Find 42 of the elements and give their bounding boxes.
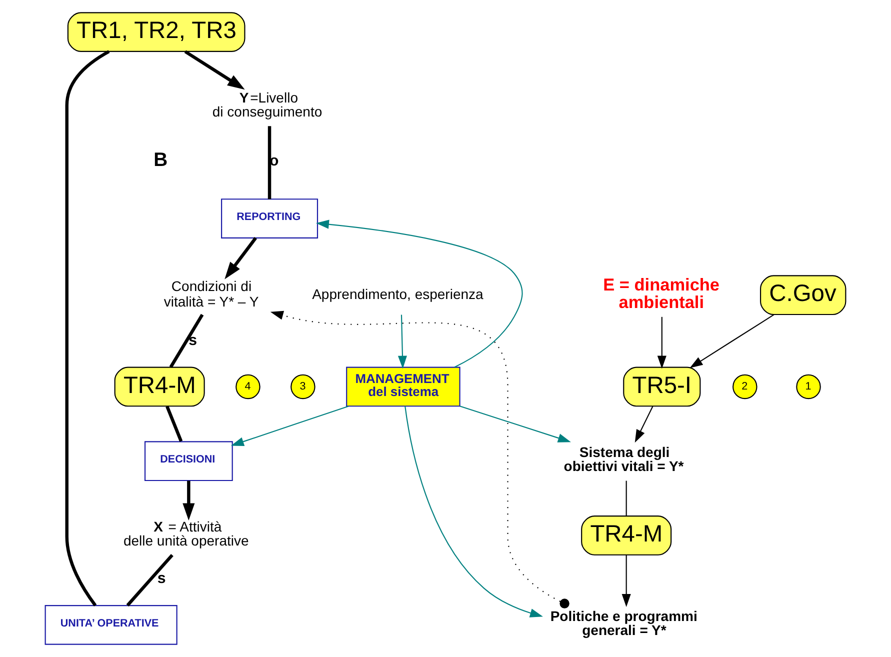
node-circle: 1 <box>796 374 821 400</box>
node-box: C.Gov <box>760 275 846 316</box>
connector <box>268 126 272 200</box>
node-circle: 2 <box>732 374 758 400</box>
connector <box>166 406 183 442</box>
node-box: REPORTING <box>221 198 318 238</box>
node-circle: 3 <box>290 374 316 400</box>
node-box: UNITA’ OPERATIVE <box>44 605 178 645</box>
node-text: Condizioni di vitalità = Y* – Y <box>164 278 259 310</box>
connector <box>126 554 174 606</box>
edge-label: s <box>188 332 198 349</box>
arrow <box>316 220 523 368</box>
arrow <box>690 314 774 368</box>
node-box: TR5-I <box>623 366 701 407</box>
connector <box>65 50 110 606</box>
arrow <box>398 314 407 369</box>
node-text: Sistema degli obiettivi vitali = Y* <box>564 444 684 474</box>
arrow <box>224 237 257 280</box>
arrow <box>460 406 571 442</box>
arrow <box>622 555 631 607</box>
edge-label: s <box>157 570 166 588</box>
arrow <box>634 406 654 443</box>
node-circle: 4 <box>236 374 260 400</box>
node-text: Politiche e programmi generali = Y* <box>550 608 698 638</box>
arrow <box>404 406 543 618</box>
node-box: DECISIONI <box>144 441 233 482</box>
node-box: TR4-M <box>114 366 205 407</box>
node-text: Y=Livello di conseguimento <box>212 90 322 120</box>
arrow <box>270 310 570 608</box>
arrow <box>230 406 349 446</box>
arrow <box>182 480 195 520</box>
node-text: X = Attività delle unità operative <box>123 518 249 549</box>
node-box: MANAGEMENT del sistema <box>346 366 460 407</box>
node-box: TR1, TR2, TR3 <box>67 12 246 52</box>
arrow <box>657 316 666 369</box>
connector <box>626 480 627 516</box>
node-text: E = dinamiche ambientali <box>603 274 720 312</box>
connector <box>169 314 204 368</box>
arrow <box>184 50 245 90</box>
label: B <box>154 149 168 172</box>
node-text: Apprendimento, esperienza <box>312 286 484 302</box>
node-box: TR4-M <box>581 516 672 556</box>
